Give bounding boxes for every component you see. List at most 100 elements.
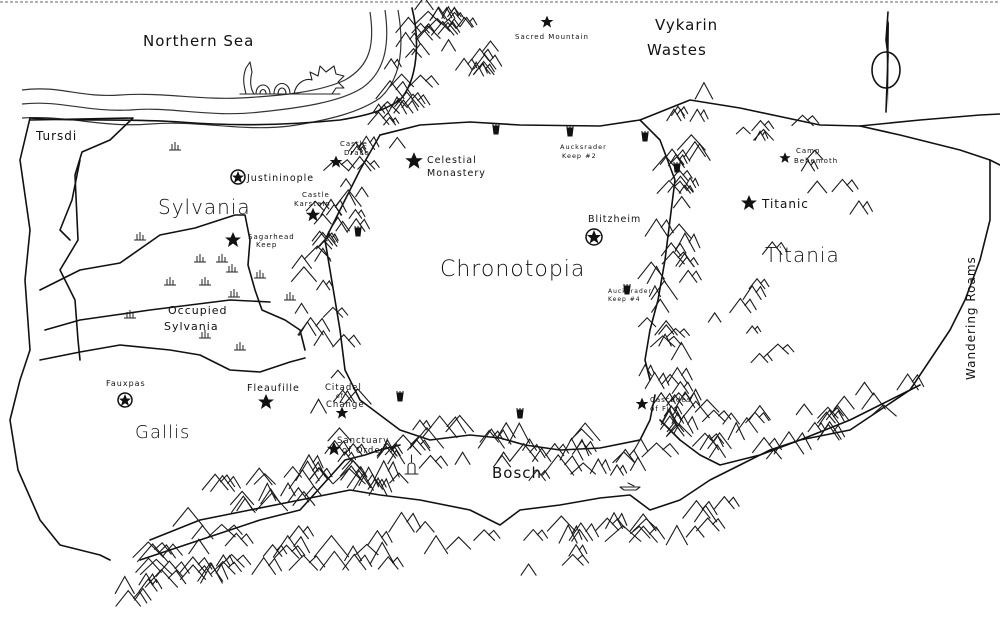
mountain-icon [751, 436, 783, 454]
region-labels: Northern Sea Vykarin Wastes Tursdi Sylva… [35, 16, 978, 482]
mountain-icon [404, 47, 423, 58]
place-camp-behemoth[interactable]: Camp Behemoth [779, 147, 838, 165]
mountain-icon [230, 495, 256, 514]
region-borders [9, 99, 1000, 561]
mountain-icon [341, 191, 357, 206]
mountain-icon [708, 444, 727, 458]
star-icon [741, 195, 757, 210]
place-label-line2: Behemoth [794, 157, 838, 165]
mountain-icon [415, 520, 435, 533]
mountain-icon [761, 240, 788, 256]
mountain-icon [253, 472, 277, 485]
mountain-icon [287, 486, 310, 503]
place-aucksrader-keep-2[interactable]: Aucksrader Keep #2 [560, 143, 607, 160]
place-label-line2: of Fire [650, 405, 678, 413]
place-fleaufille[interactable]: Fleaufille [247, 383, 300, 409]
mountain-icon [348, 141, 367, 152]
mountain-icon [407, 74, 440, 88]
grass-icon [199, 277, 211, 286]
mountain-icon [210, 474, 242, 493]
mountain-icon [303, 245, 331, 260]
mountain-icon [341, 458, 362, 470]
mountain-icon [831, 178, 859, 193]
mountain-icon [309, 467, 333, 480]
mountain-icon [139, 558, 173, 576]
mountain-icon [659, 148, 691, 166]
region-label-northern-sea: Northern Sea [143, 32, 254, 50]
mountain-ranges [114, 0, 925, 607]
mountain-icon [674, 232, 701, 253]
mountain-icon [229, 490, 255, 506]
mountain-icon [386, 95, 408, 115]
mountain-icon [571, 440, 597, 455]
mountain-icon [388, 511, 422, 533]
place-label: Titanic [761, 197, 809, 211]
mountain-icon [292, 490, 316, 507]
mountain-icon [251, 556, 283, 575]
place-citadel-of-change[interactable]: Citadel of Change [325, 383, 365, 419]
mountain-icon [135, 557, 162, 573]
place-titanic[interactable]: Titanic [741, 195, 809, 211]
mountain-icon [389, 73, 415, 88]
place-label: Sacred Mountain [515, 33, 589, 41]
mountain-icon [569, 428, 594, 441]
place-castle-karstein[interactable]: Castle Karstein [294, 191, 331, 222]
grass-icon [226, 264, 238, 273]
mountain-icon [482, 40, 499, 52]
mountain-icon [369, 541, 395, 565]
mountain-icon [681, 400, 710, 419]
mountain-icon [695, 517, 726, 532]
city-fauxpas[interactable]: Fauxpas [106, 379, 146, 408]
mountain-icon [330, 369, 346, 379]
mountain-icon [752, 128, 775, 141]
mountain-icon [663, 405, 683, 417]
mountain-icon [339, 177, 353, 188]
tower-icon [396, 391, 404, 402]
place-sanctuary-of-order[interactable]: Sanctuary of Order [326, 436, 389, 456]
city-justininople[interactable]: Justininople [230, 169, 314, 185]
mountain-icon [650, 280, 679, 301]
region-label-bosch: Bosch [492, 464, 542, 482]
mountain-icon [199, 562, 229, 584]
tower-icon [354, 226, 362, 237]
mountain-icon [218, 553, 252, 568]
tower-icon [566, 126, 574, 137]
mountain-icon [688, 142, 711, 162]
coastline [21, 7, 418, 129]
mountain-icon [132, 541, 172, 559]
mountain-icon [825, 404, 850, 421]
mountain-icon [735, 416, 759, 433]
places: Sacred Mountain Castle Draco Celestial M… [225, 15, 838, 456]
mountain-icon [571, 528, 589, 542]
city-label: Justininople [246, 173, 314, 184]
mountain-icon [414, 10, 442, 25]
mountain-icon [521, 437, 538, 452]
mountain-icon [288, 525, 315, 540]
place-celestial-monastery[interactable]: Celestial Monastery [405, 152, 486, 179]
place-label-line2: of Order [342, 446, 385, 456]
place-sagarhead-keep[interactable]: Sagarhead Keep [225, 232, 295, 249]
place-sacred-mountain[interactable]: Sacred Mountain [515, 15, 589, 41]
place-label-line2: Keep #4 [608, 296, 641, 303]
mountain-icon [870, 404, 897, 417]
mountain-icon [245, 467, 273, 486]
mountain-icon [722, 412, 741, 425]
mountain-icon [294, 302, 309, 314]
compass-north-arrow-icon [871, 11, 901, 113]
region-label-chronotopia: Chronotopia [440, 257, 585, 282]
mountain-icon [546, 515, 576, 532]
place-castle-draco[interactable]: Castle Draco [329, 140, 370, 168]
mountain-icon [707, 432, 732, 450]
mountain-icon [531, 447, 552, 463]
place-cascades-of-fire[interactable]: Cascades of Fire [635, 396, 692, 413]
mountain-icon [683, 140, 707, 158]
mountain-icon [569, 422, 601, 442]
city-blitzheim[interactable]: Blitzheim [585, 214, 641, 246]
place-label-line1: Castle [340, 140, 368, 148]
mountain-icon [665, 327, 691, 338]
mountain-icon [366, 529, 393, 546]
mountain-icon [671, 380, 694, 395]
mountain-icon [637, 261, 665, 280]
mountain-icon [372, 459, 400, 482]
place-label-line2: Karstein [294, 200, 331, 208]
